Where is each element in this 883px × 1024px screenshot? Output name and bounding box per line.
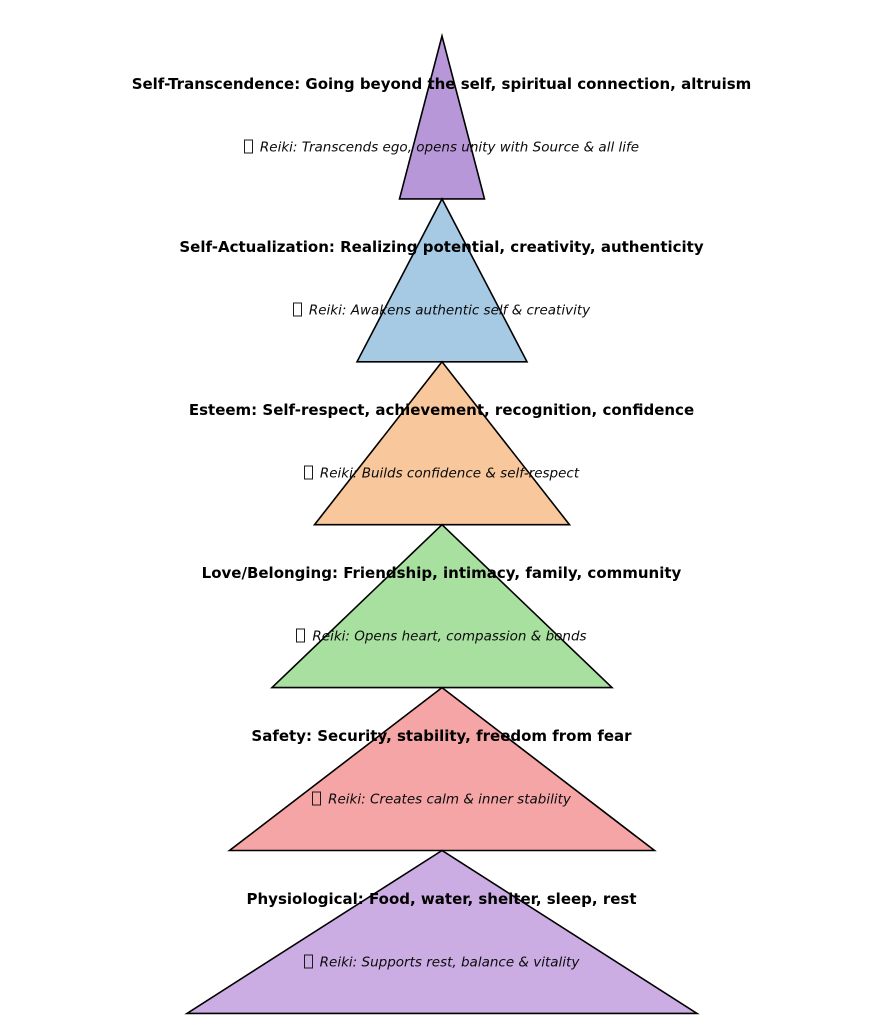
reiki-note-safety: Reiki: Creates calm & inner stability [0,791,883,808]
level-label-esteem: Esteem: Self-respect, achievement, recog… [188,400,695,419]
missing-glyph-icon [312,791,322,806]
reiki-note-text: Reiki: Supports rest, balance & vitality [319,954,580,970]
reiki-note-text: Reiki: Opens heart, compassion & bonds [312,628,587,645]
missing-glyph-icon [243,139,253,154]
reiki-note-self-transcendence: Reiki: Transcends ego, opens unity with … [0,139,883,157]
reiki-note-text: Reiki: Awakens authentic self & creativi… [308,302,591,319]
reiki-note-physiological: Reiki: Supports rest, balance & vitality [0,954,883,971]
reiki-note-text: Reiki: Creates calm & inner stability [328,791,571,808]
missing-glyph-icon [303,465,313,480]
level-label-self-actualization: Self-Actualization: Realizing potential,… [179,237,704,256]
reiki-note-love-belonging: Reiki: Opens heart, compassion & bonds [0,628,883,645]
triangle-physiological [184,849,700,1015]
reiki-note-text: Reiki: Builds confidence & self-respect [319,465,580,482]
level-label-physiological: Physiological: Food, water, shelter, sle… [246,889,637,908]
missing-glyph-icon [303,954,313,968]
triangle-safety [227,686,657,852]
triangle-self-transcendence [398,32,486,200]
missing-glyph-icon [292,302,302,317]
triangle-love-belonging [270,523,614,689]
level-label-love-belonging: Love/Belonging: Friendship, intimacy, fa… [201,563,682,582]
level-label-safety: Safety: Security, stability, freedom fro… [251,726,632,745]
level-label-self-transcendence: Self-Transcendence: Going beyond the sel… [131,75,752,93]
triangle-self-actualization [355,197,529,363]
reiki-note-self-actualization: Reiki: Awakens authentic self & creativi… [0,302,883,319]
reiki-note-text: Reiki: Transcends ego, opens unity with … [259,139,640,156]
missing-glyph-icon [296,628,306,643]
triangle-esteem [312,360,572,526]
reiki-note-esteem: Reiki: Builds confidence & self-respect [0,465,883,482]
